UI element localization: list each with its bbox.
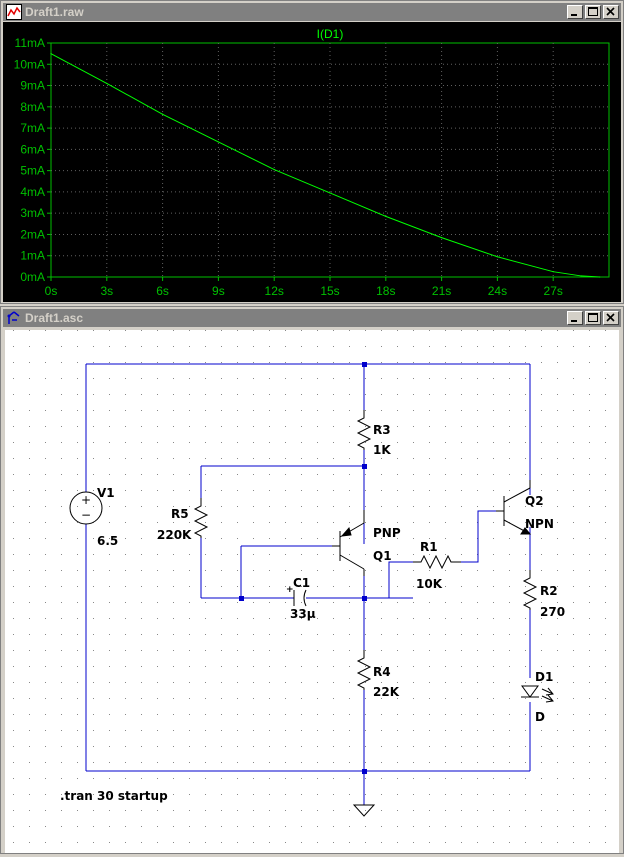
y-tick-label: 6mA	[20, 142, 45, 156]
x-tick-label: 27s	[544, 284, 563, 298]
resistor-r3[interactable]	[356, 410, 372, 450]
transistor-q1[interactable]	[332, 510, 365, 576]
y-tick-label: 10mA	[14, 57, 45, 71]
svg-text:+: +	[81, 493, 91, 507]
trace-point	[217, 141, 219, 143]
plot-window-titlebar[interactable]: Draft1.raw	[3, 3, 621, 21]
trace-title-i-d1: I(D1)	[317, 27, 344, 41]
y-tick-label: 1mA	[20, 249, 45, 263]
y-tick-label: 11mA	[15, 36, 45, 50]
q1-ref: Q1	[373, 549, 392, 563]
trace-point	[441, 237, 443, 239]
x-tick-label: 6s	[156, 284, 169, 298]
resistor-r1[interactable]	[413, 554, 461, 570]
trace-point	[552, 271, 554, 273]
trace-point	[599, 276, 601, 278]
maximize-icon	[588, 313, 598, 322]
v1-ref: V1	[97, 486, 115, 500]
q2-ref: Q2	[525, 494, 544, 508]
trace-line-i-d1	[50, 53, 600, 278]
r1-ref: R1	[420, 540, 438, 554]
r3-ref: R3	[373, 423, 391, 437]
schematic-window[interactable]: Draft1.asc	[0, 306, 624, 854]
y-tick-label: 2mA	[20, 227, 45, 241]
capacitor-c1[interactable]	[293, 589, 307, 607]
waveform-chart[interactable]: 0mA 1mA 2mA 3mA 4mA 5mA 6mA 7mA 8mA 9mA 10mA 11mA 0s…	[3, 22, 621, 302]
c1-polarity-mark: +	[286, 585, 294, 595]
resistor-r4[interactable]	[356, 650, 372, 690]
ground-symbol[interactable]	[352, 804, 376, 817]
minimize-icon	[571, 14, 577, 16]
waveform-window-icon	[6, 4, 22, 20]
y-tick-label: 0mA	[20, 270, 45, 284]
trace-point	[329, 192, 331, 194]
resistor-r2[interactable]	[522, 570, 538, 610]
r2-ref: R2	[540, 584, 558, 598]
waveform-plot[interactable]: 0mA 1mA 2mA 3mA 4mA 5mA 6mA 7mA 8mA 9mA 10mA 11mA 0s…	[3, 22, 621, 302]
r4-value: 22K	[373, 685, 400, 699]
schematic-drawing[interactable]: + − V1 6.5 R3 1K R5 220K PNP	[5, 330, 619, 853]
x-tick-label: 15s	[320, 284, 339, 298]
grid-dots	[5, 330, 619, 853]
close-button[interactable]	[603, 5, 619, 19]
q1-value: PNP	[373, 526, 401, 540]
resistor-r5[interactable]	[193, 498, 209, 538]
schematic-window-titlebar[interactable]: Draft1.asc	[3, 309, 621, 327]
trace-point	[50, 53, 52, 55]
r5-ref: R5	[171, 507, 189, 521]
close-button[interactable]	[603, 311, 619, 325]
trace-point	[385, 215, 387, 217]
voltage-source-v1[interactable]: + −	[69, 491, 103, 525]
x-tick-label: 24s	[488, 284, 507, 298]
d1-value: D	[535, 710, 545, 724]
y-tick-label: 3mA	[20, 206, 45, 220]
schematic-window-icon	[7, 311, 20, 324]
trace-point	[496, 256, 498, 258]
x-tick-label: 21s	[432, 284, 451, 298]
v1-value: 6.5	[97, 534, 118, 548]
schematic-window-title: Draft1.asc	[25, 311, 84, 325]
plot-window[interactable]: Draft1.raw 0mA 1mA 2mA 3mA 4mA 5mA 6mA 7mA 8mA 9m…	[0, 0, 624, 304]
y-tick-label: 4mA	[20, 185, 45, 199]
r5-value: 220K	[157, 528, 192, 542]
trace-point	[106, 82, 108, 85]
c1-value: 33µ	[290, 607, 316, 621]
y-tick-label: 9mA	[20, 79, 45, 93]
led-d1[interactable]	[521, 685, 554, 703]
spice-directive[interactable]: .tran 30 startup	[60, 789, 168, 803]
plot-window-title: Draft1.raw	[25, 5, 84, 19]
maximize-button[interactable]	[585, 5, 601, 19]
close-icon	[606, 313, 615, 322]
d1-ref: D1	[535, 670, 553, 684]
svg-text:−: −	[81, 508, 91, 522]
close-icon	[606, 7, 615, 16]
y-tick-label: 5mA	[20, 164, 45, 178]
r3-value: 1K	[373, 443, 391, 457]
trace-point	[273, 168, 275, 171]
q2-value: NPN	[525, 517, 554, 531]
minimize-button[interactable]	[567, 5, 583, 19]
y-tick-label: 7mA	[20, 121, 45, 135]
r4-ref: R4	[373, 665, 391, 679]
x-tick-label: 3s	[100, 284, 113, 298]
transistor-q2[interactable]	[496, 480, 532, 535]
y-tick-label: 8mA	[20, 100, 45, 114]
r1-value: 10K	[416, 577, 443, 591]
trace-point	[162, 113, 164, 115]
minimize-button[interactable]	[567, 311, 583, 325]
x-tick-label: 9s	[212, 284, 225, 298]
junction-dots	[239, 362, 367, 774]
minimize-icon	[571, 320, 577, 322]
schematic-canvas[interactable]: + − V1 6.5 R3 1K R5 220K PNP	[5, 330, 619, 853]
x-tick-label: 0s	[45, 284, 58, 298]
trace-point	[580, 275, 582, 277]
r2-value: 270	[540, 605, 565, 619]
c1-ref: C1	[293, 576, 310, 590]
maximize-icon	[588, 7, 598, 16]
maximize-button[interactable]	[585, 311, 601, 325]
x-tick-label: 12s	[265, 284, 284, 298]
x-tick-label: 18s	[376, 284, 395, 298]
